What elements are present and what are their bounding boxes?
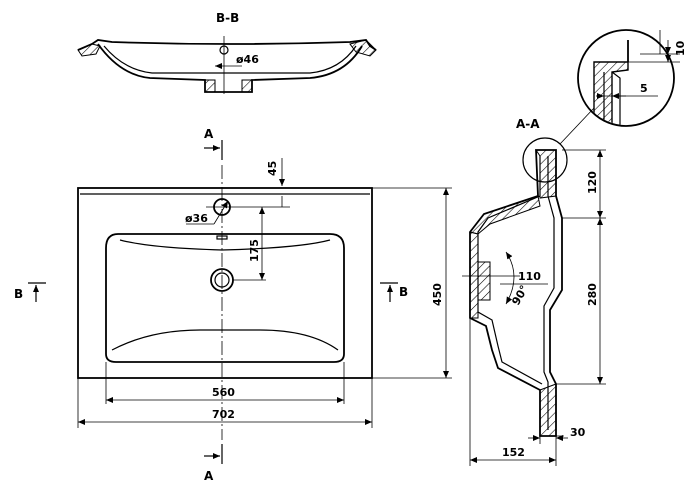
dim-d120: 120 <box>586 171 599 194</box>
section-aa-view: A-A 110 90° 120 280 15 <box>462 107 606 466</box>
dim-d560: 560 <box>212 386 235 399</box>
dim-d280: 280 <box>586 283 599 306</box>
dim-d152: 152 <box>502 446 525 459</box>
dim-d46: ø46 <box>236 53 259 66</box>
section-aa-label: A-A <box>516 117 540 131</box>
section-bb-view: B-B ø46 <box>77 11 377 94</box>
dim-d36: ø36 <box>185 212 208 225</box>
dim-d10: 10 <box>674 40 687 56</box>
section-a-bottom-label: A <box>204 469 214 483</box>
front-view: A A B B ø36 <box>14 127 452 483</box>
detail-view: 10 5 <box>577 29 687 127</box>
section-b-right-label: B <box>399 285 408 299</box>
section-b-left-label: B <box>14 287 23 301</box>
dim-d110: 110 <box>518 270 541 283</box>
dim-d5: 5 <box>640 82 648 95</box>
dim-d450: 450 <box>431 283 444 306</box>
section-bb-label: B-B <box>216 11 239 25</box>
dim-d45: 45 <box>266 161 279 176</box>
section-a-top-label: A <box>204 127 214 141</box>
dim-d702: 702 <box>212 408 235 421</box>
dim-d175: 175 <box>248 239 261 262</box>
dim-d30: 30 <box>570 426 586 439</box>
